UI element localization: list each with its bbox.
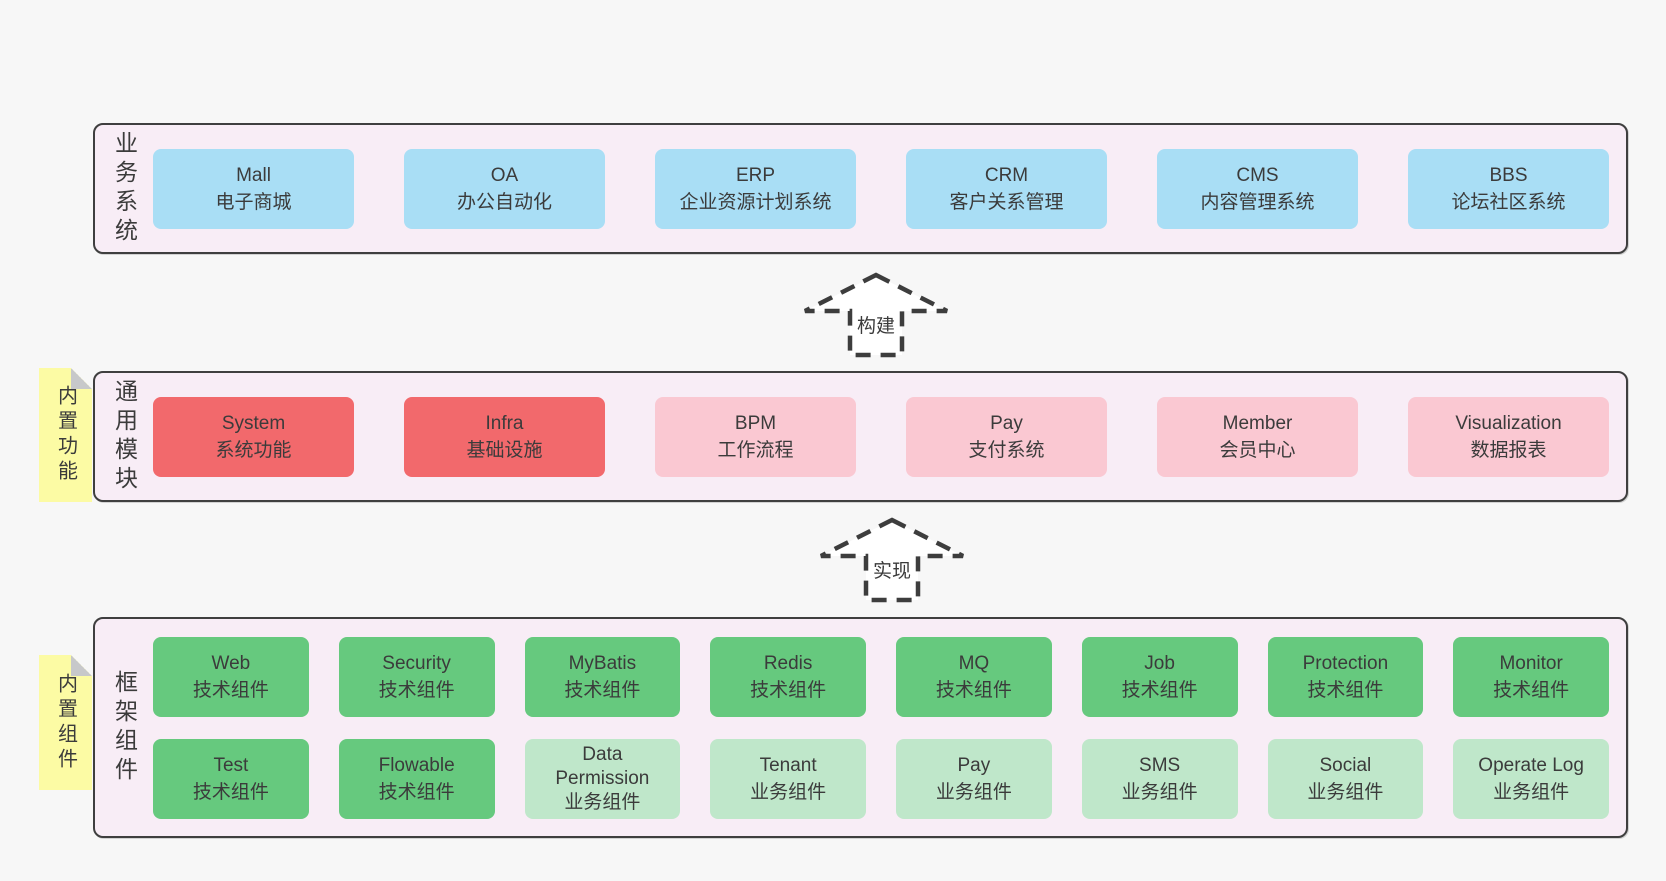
box-infra: Infra 基础设施	[404, 396, 605, 477]
sticky-note-builtin-components: 内置组件	[39, 655, 92, 790]
box-job: Job 技术组件	[1081, 637, 1238, 717]
box-security: Security 技术组件	[338, 637, 495, 717]
box-erp: ERP 企业资源计划系统	[655, 148, 856, 229]
arrow-implement-label: 实现	[869, 556, 915, 583]
box-web: Web 技术组件	[153, 637, 309, 717]
business-systems-panel: 业务系统 Mall 电子商城 OA 办公自动化 ERP 企业资源计划系统 CRM…	[93, 123, 1628, 254]
box-flowable: Flowable 技术组件	[338, 739, 495, 819]
box-monitor: Monitor 技术组件	[1453, 637, 1609, 717]
box-mybatis: MyBatis 技术组件	[524, 637, 681, 717]
components-panel-label: 框架组件	[111, 669, 138, 786]
arrow-build: 构建	[801, 271, 951, 359]
box-protection: Protection 技术组件	[1267, 637, 1424, 717]
sticky-note-builtin-functions: 内置功能	[39, 368, 92, 502]
framework-components-panel: 框架组件 Web 技术组件 Security 技术组件 MyBatis 技术组件…	[93, 617, 1628, 838]
folded-corner-icon	[71, 655, 92, 676]
box-pay: Pay 支付系统	[906, 396, 1107, 477]
arrow-implement: 实现	[817, 516, 967, 604]
business-boxes: Mall 电子商城 OA 办公自动化 ERP 企业资源计划系统 CRM 客户关系…	[153, 125, 1626, 252]
box-data-permission: Data Permission 业务组件	[524, 739, 681, 819]
box-crm: CRM 客户关系管理	[906, 148, 1107, 229]
arrow-build-label: 构建	[853, 311, 899, 338]
box-pay-biz: Pay 业务组件	[896, 739, 1052, 819]
box-social: Social 业务组件	[1267, 739, 1424, 819]
box-test: Test 技术组件	[153, 739, 309, 819]
box-mall: Mall 电子商城	[153, 148, 354, 229]
box-member: Member 会员中心	[1157, 396, 1358, 477]
box-tenant: Tenant 业务组件	[710, 739, 866, 819]
business-panel-label: 业务系统	[111, 130, 138, 247]
box-mq: MQ 技术组件	[896, 637, 1052, 717]
box-oa: OA 办公自动化	[404, 148, 605, 229]
component-boxes: Web 技术组件 Security 技术组件 MyBatis 技术组件 Redi…	[153, 619, 1626, 836]
box-sms: SMS 业务组件	[1081, 739, 1238, 819]
modules-panel-label: 通用模块	[111, 378, 138, 495]
box-system: System 系统功能	[153, 396, 354, 477]
common-modules-panel: 通用模块 System 系统功能 Infra 基础设施 BPM 工作流程 Pay…	[93, 371, 1628, 502]
box-bbs: BBS 论坛社区系统	[1408, 148, 1609, 229]
box-bpm: BPM 工作流程	[655, 396, 856, 477]
box-visualization: Visualization 数据报表	[1408, 396, 1609, 477]
module-boxes: System 系统功能 Infra 基础设施 BPM 工作流程 Pay 支付系统…	[153, 373, 1626, 500]
box-redis: Redis 技术组件	[710, 637, 866, 717]
box-cms: CMS 内容管理系统	[1157, 148, 1358, 229]
folded-corner-icon	[71, 368, 92, 389]
box-operate-log: Operate Log 业务组件	[1453, 739, 1609, 819]
